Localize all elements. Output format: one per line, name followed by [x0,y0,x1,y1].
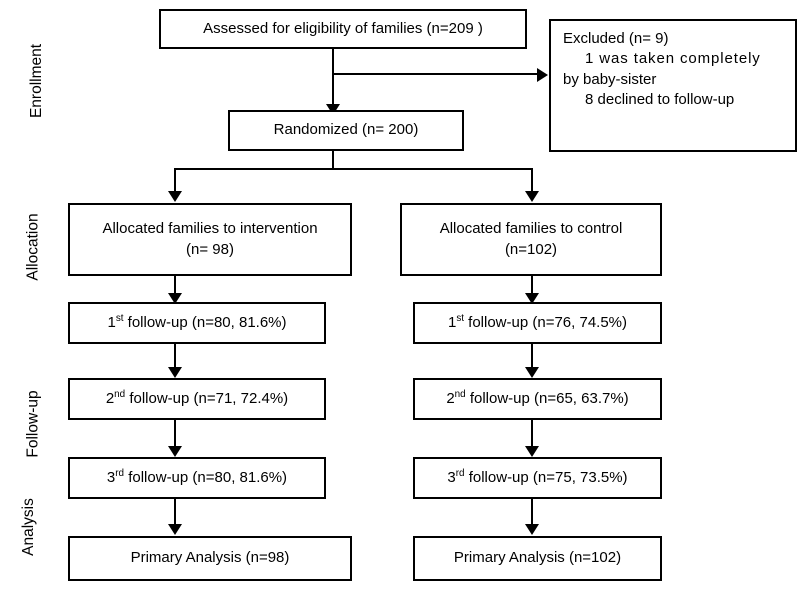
allocation-intervention-line1: Allocated families to intervention [102,220,318,238]
followup-3-control-ordinal: 3 [447,468,456,486]
stage-label-analysis: Analysis [0,498,40,556]
excluded-reason-1-cont: by baby-sister [563,70,657,88]
followup-3-intervention-text: 3rd follow-up (n=80, 81.6%) [107,468,287,488]
connector-alloc-to-fu1-control [531,276,533,302]
connector-randomization-split [174,168,533,170]
arrowhead-fu2-control [525,367,539,378]
followup-3-intervention-ordinal: 3 [106,468,116,486]
followup-3-control-text: 3rd follow-up (n=75, 73.5%) [447,468,627,488]
followup-2-intervention-text: 2nd follow-up (n=71, 72.4%) [106,389,288,409]
followup-3-control-detail: follow-up (n=75, 73.5%) [464,468,628,486]
primary-analysis-control-text: Primary Analysis (n=102) [453,549,622,567]
followup-1-control-detail: follow-up (n=76, 74.5%) [464,313,628,331]
arrowhead-to-excluded [537,68,548,82]
box-followup-1-intervention: 1st follow-up (n=80, 81.6%) [68,302,326,344]
arrowhead-fu3-control [525,446,539,457]
arrowhead-to-allocation-control [525,191,539,202]
assessed-text: Assessed for eligibility of families (n=… [203,19,483,37]
followup-1-intervention-text: 1st follow-up (n=80, 81.6%) [107,313,286,333]
arrowhead-to-allocation-intervention [168,191,182,202]
followup-1-intervention-detail: follow-up (n=80, 81.6%) [123,313,287,331]
followup-1-control-text: 1st follow-up (n=76, 74.5%) [448,313,627,333]
connector-to-excluded [332,73,538,75]
followup-2-control-text: 2nd follow-up (n=65, 63.7%) [446,389,628,409]
followup-1-control-suffix: st [456,312,464,324]
arrowhead-fu1-control [525,293,539,304]
connector-alloc-to-fu1-intervention [174,276,176,302]
box-allocation-control: Allocated families to control (n=102) [400,203,662,276]
followup-3-intervention-detail: follow-up (n=80, 81.6%) [124,468,288,486]
followup-1-intervention-ordinal: 1 [107,313,116,331]
box-allocation-intervention: Allocated families to intervention (n= 9… [68,203,352,276]
arrowhead-analysis-intervention [168,524,182,535]
arrowhead-fu2-intervention [168,367,182,378]
arrowhead-to-randomized [326,104,340,115]
randomized-text: Randomized (n= 200) [273,121,419,139]
arrowhead-fu1-intervention [168,293,182,304]
connector-fu1-to-fu2-intervention [174,344,176,375]
excluded-reason-1: 1 was taken completely [585,50,761,68]
followup-2-intervention-suffix: nd [114,388,126,400]
box-primary-analysis-intervention: Primary Analysis (n=98) [68,536,352,581]
box-excluded: Excluded (n= 9) 1 was taken completely b… [549,19,797,152]
box-followup-3-control: 3rd follow-up (n=75, 73.5%) [413,457,662,499]
connector-fu2-to-fu3-control [531,420,533,455]
stage-label-enrollment: Enrollment [0,44,45,118]
stage-label-allocation-text: Allocation [24,213,42,281]
box-followup-2-control: 2nd follow-up (n=65, 63.7%) [413,378,662,420]
stage-label-analysis-text: Analysis [19,498,37,556]
box-followup-3-intervention: 3rd follow-up (n=80, 81.6%) [68,457,326,499]
box-followup-1-control: 1st follow-up (n=76, 74.5%) [413,302,662,344]
connector-fu3-to-analysis-control [531,499,533,533]
followup-1-intervention-suffix: st [115,312,124,324]
followup-2-control-detail: follow-up (n=65, 63.7%) [465,389,629,407]
box-randomized: Randomized (n= 200) [228,110,464,151]
followup-2-control-ordinal: 2 [446,389,455,407]
stage-label-followup: Follow-up [0,390,42,457]
connector-split-right [531,168,533,196]
box-followup-2-intervention: 2nd follow-up (n=71, 72.4%) [68,378,326,420]
allocation-intervention-line2: (n= 98) [186,240,234,258]
allocation-control-line1: Allocated families to control [439,220,623,238]
allocation-control-line2: (n=102) [504,240,558,258]
box-primary-analysis-control: Primary Analysis (n=102) [413,536,662,581]
connector-randomized-stem [332,151,334,170]
connector-fu3-to-analysis-intervention [174,499,176,533]
stage-label-followup-text: Follow-up [24,390,42,458]
followup-3-control-suffix: rd [455,467,465,479]
arrowhead-analysis-control [525,524,539,535]
excluded-title: Excluded (n= 9) [563,30,669,47]
followup-3-intervention-suffix: rd [115,467,125,479]
box-assessed-for-eligibility: Assessed for eligibility of families (n=… [159,9,527,49]
primary-analysis-intervention-text: Primary Analysis (n=98) [130,549,290,567]
followup-2-intervention-ordinal: 2 [105,389,115,407]
excluded-reason-2: 8 declined to follow-up [585,90,735,108]
stage-label-enrollment-text: Enrollment [28,43,46,119]
connector-fu1-to-fu2-control [531,344,533,375]
connector-split-left [174,168,176,196]
followup-2-intervention-detail: follow-up (n=71, 72.4%) [125,389,289,407]
connector-fu2-to-fu3-intervention [174,420,176,455]
arrowhead-fu3-intervention [168,446,182,457]
connector-assessed-to-randomized [332,49,334,110]
followup-2-control-suffix: nd [454,388,466,400]
followup-1-control-ordinal: 1 [447,313,457,331]
stage-label-allocation: Allocation [0,213,42,280]
